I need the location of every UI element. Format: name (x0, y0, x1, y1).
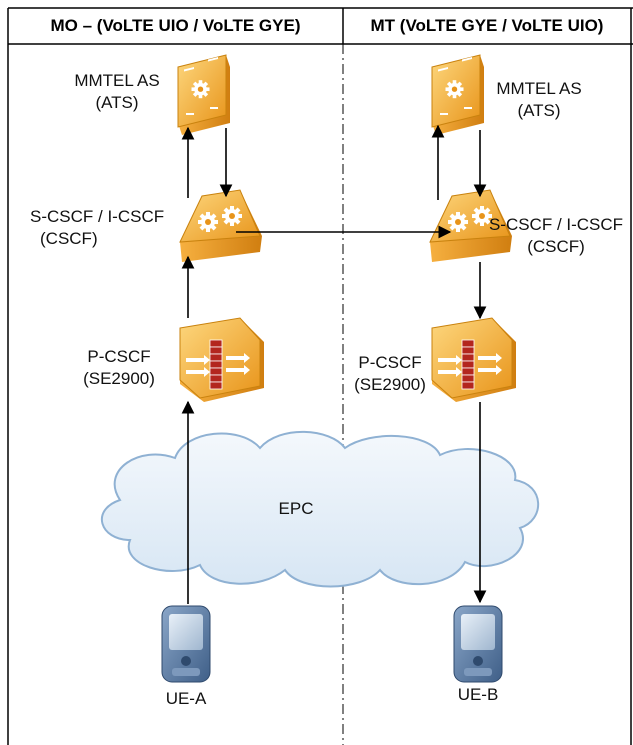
label-ue-b: UE-B (457, 685, 499, 704)
mobile-phone-icon (453, 605, 503, 683)
label-pcscf-left: P-CSCF (SE2900) (74, 346, 164, 390)
label-pcscf-right: P-CSCF (SE2900) (340, 352, 440, 396)
server-gears-icon (177, 54, 230, 135)
label-line1: P-CSCF (358, 353, 422, 372)
label-line1: MMTEL AS (74, 71, 160, 90)
header-mo: MO – (VoLTE UIO / VoLTE GYE) (50, 16, 301, 35)
mobile-phone-icon (161, 605, 211, 683)
label-line1: MMTEL AS (496, 79, 582, 98)
server-gears-icon (431, 54, 484, 135)
label-cscf-right: S-CSCF / I-CSCF (CSCF) (486, 214, 626, 258)
label-line2: (CSCF) (527, 237, 585, 256)
label-line1: P-CSCF (87, 347, 151, 366)
cloud-icon (100, 430, 540, 588)
firewall-icon (179, 317, 264, 402)
header-mt: MT (VoLTE GYE / VoLTE UIO) (370, 16, 604, 35)
firewall-icon (431, 317, 516, 402)
label-mmtel-right: MMTEL AS (ATS) (484, 78, 594, 122)
gears-icon (179, 189, 262, 262)
label-line2: (ATS) (95, 93, 139, 112)
label-line2: (SE2900) (83, 369, 155, 388)
label-ue-a: UE-A (165, 689, 207, 708)
label-line1: S-CSCF / I-CSCF (488, 215, 624, 234)
label-cscf-left: S-CSCF / I-CSCF (CSCF) (30, 206, 170, 250)
label-line2: (CSCF) (40, 229, 98, 248)
label-line1: S-CSCF / I-CSCF (30, 207, 165, 226)
signaling-arrows (181, 124, 487, 604)
table-frame (7, 7, 633, 745)
label-epc: EPC (278, 499, 314, 518)
label-line2: (ATS) (517, 101, 561, 120)
label-line2: (SE2900) (354, 375, 426, 394)
label-mmtel-left: MMTEL AS (ATS) (62, 70, 172, 114)
